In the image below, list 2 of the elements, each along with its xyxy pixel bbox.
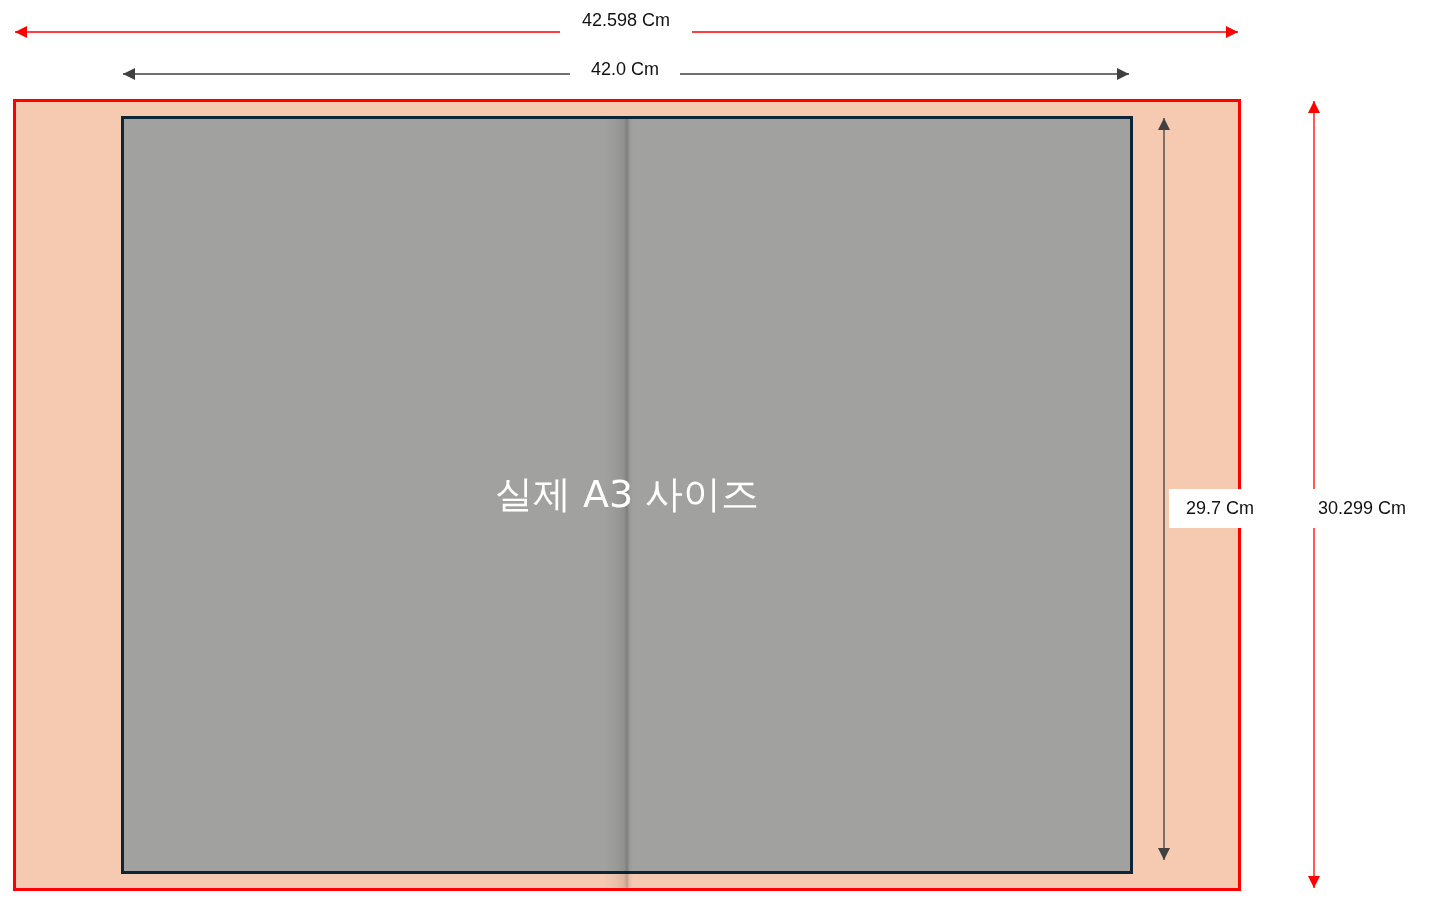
page-rectangle bbox=[121, 116, 1133, 874]
page-title: 실제 A3 사이즈 bbox=[494, 471, 760, 517]
